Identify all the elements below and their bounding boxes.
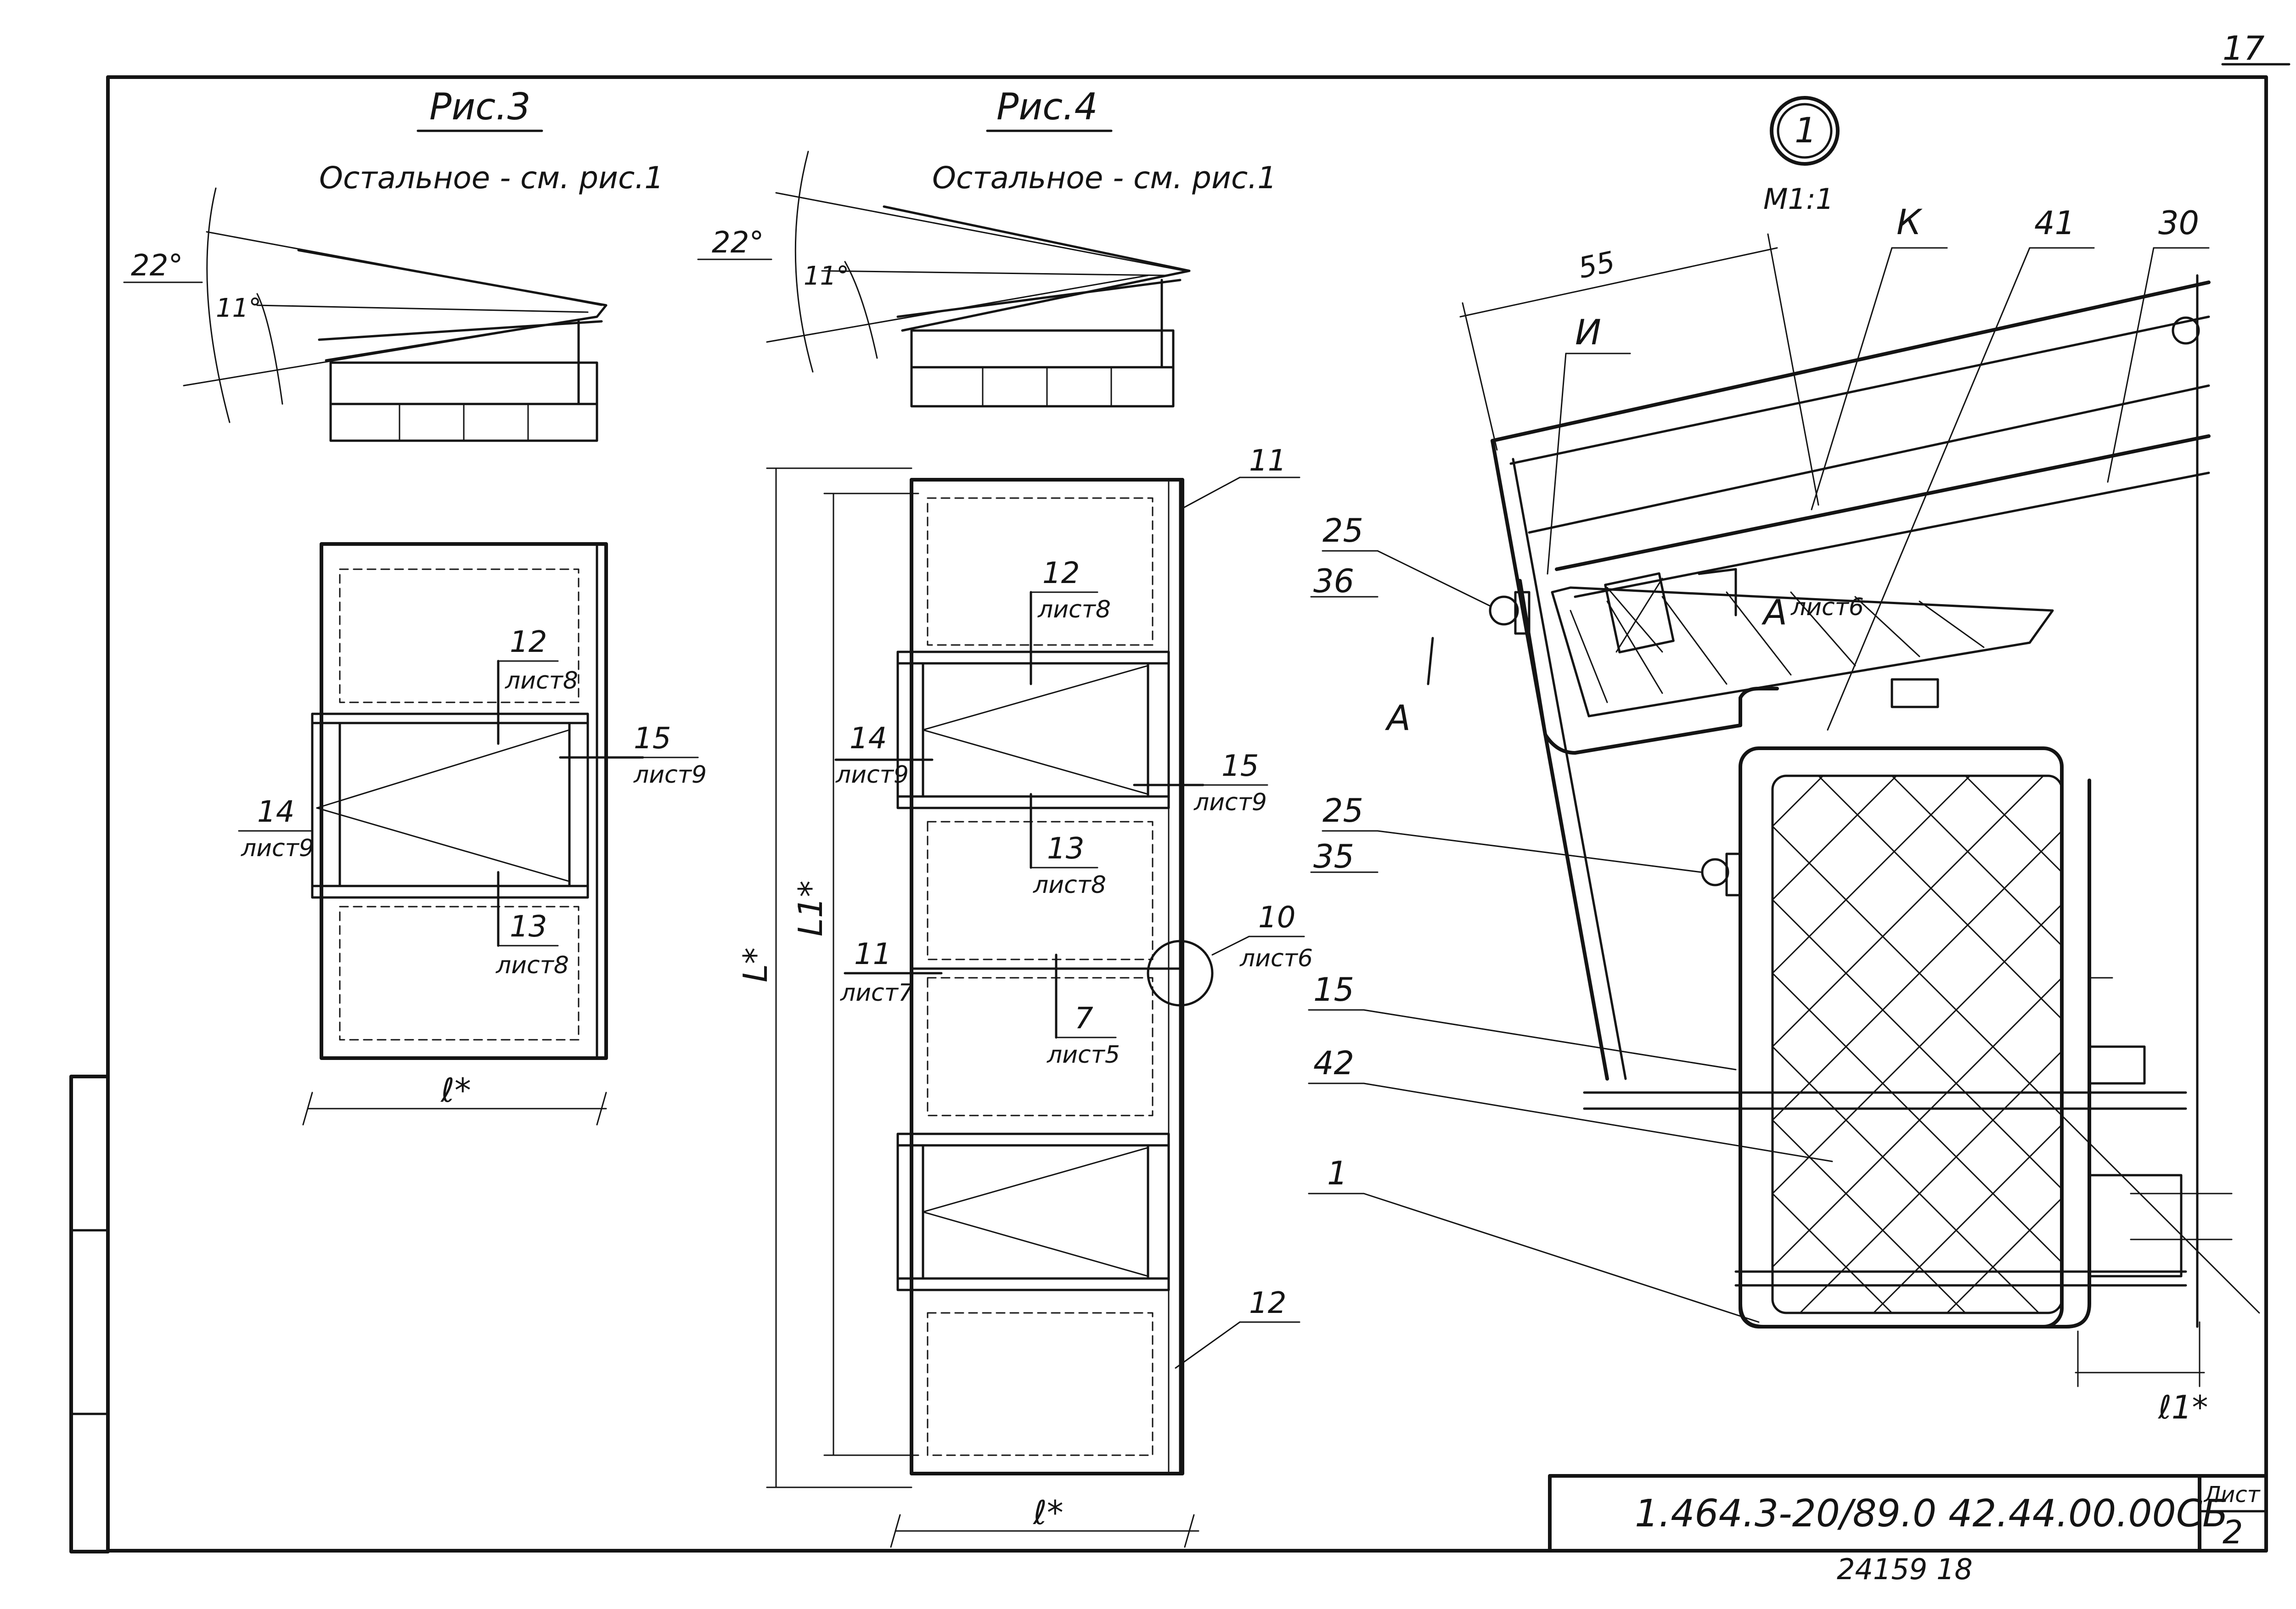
- fig4-callout-11b-sheet: лист7: [840, 979, 913, 1007]
- detail-label-k: К: [1896, 202, 1923, 242]
- section-a-left: А: [1384, 697, 1411, 738]
- detail-label-30: 30: [2158, 204, 2199, 242]
- fig3-callout-14-sheet: лист9: [241, 835, 314, 862]
- fig4-dim-length1: L1*: [791, 880, 830, 936]
- fig3-side-view: 22° 11°: [123, 187, 608, 442]
- fig4-subtitle: Остальное - см. рис.1: [932, 160, 1277, 196]
- fig4-angle-outer: 22°: [712, 226, 764, 260]
- list-number: 2: [2223, 1514, 2243, 1551]
- sheet-frame: [69, 63, 2290, 1553]
- detail-label-i: И: [1575, 312, 1601, 353]
- fig4-callout-15-sheet: лист9: [1193, 789, 1267, 816]
- fig4-callout-11b: 11: [854, 937, 891, 971]
- fig4-callout-12-sheet: лист8: [1037, 596, 1111, 623]
- detail-label-41: 41: [2034, 204, 2075, 242]
- detail-scale: М1:1: [1763, 182, 1834, 216]
- detail-label-15: 15: [1313, 971, 1354, 1009]
- fig3-callout-15: 15: [634, 722, 671, 756]
- fig4-title: Рис.4: [996, 85, 1098, 128]
- designation: 1.464.3-20/89.0 42.44.00.00СБ: [1635, 1492, 2228, 1536]
- fig4-callout-15: 15: [1221, 749, 1259, 783]
- fig3-angle-inner: 11°: [216, 293, 261, 323]
- list-label: Лист: [2203, 1482, 2261, 1508]
- fig4-callout-13-sheet: лист8: [1033, 871, 1106, 899]
- detail-label-35: 35: [1313, 838, 1354, 875]
- fig4-callout-7-sheet: лист5: [1047, 1041, 1120, 1069]
- fig3-callout-13: 13: [510, 910, 547, 944]
- section-a-right: А: [1761, 592, 1787, 633]
- fig3-title: Рис.3: [429, 85, 531, 128]
- fig3-callout-12-sheet: лист8: [505, 667, 578, 695]
- fig3-callout-13-sheet: лист8: [495, 952, 569, 979]
- fig3-dim-width: ℓ*: [440, 1071, 471, 1110]
- page-number: 17: [2223, 29, 2265, 67]
- detail-dim-l1: ℓ1*: [2158, 1389, 2208, 1426]
- fig4-callout-14-sheet: лист9: [835, 761, 909, 789]
- fig3-subtitle: Остальное - см. рис.1: [319, 160, 664, 196]
- fig3-angle-outer: 22°: [131, 249, 183, 283]
- fig4-callout-12: 12: [1042, 556, 1080, 590]
- fig4-callout-11: 11: [1249, 444, 1286, 478]
- fig3-callout-15-sheet: лист9: [633, 761, 707, 789]
- fig4-side-view: 22° 11°: [697, 151, 1191, 408]
- detail-label-25a: 25: [1322, 512, 1363, 549]
- detail-label-36: 36: [1313, 562, 1354, 600]
- fig4-callout-7: 7: [1075, 1002, 1093, 1036]
- fig3: Рис.3 Остальное - см. рис.1 22° 11°: [123, 85, 707, 1126]
- fig4-callout-14: 14: [850, 722, 887, 756]
- detail-dim-55: 55: [1576, 245, 1618, 285]
- detail-1: 1 М1:1: [1308, 96, 2260, 1426]
- fig4-callout-10-sheet: лист6: [1239, 945, 1313, 972]
- fig4-angle-inner: 11°: [804, 261, 849, 291]
- fig4-callout-12b: 12: [1249, 1286, 1286, 1320]
- bottom-note: 24159 18: [1837, 1553, 1973, 1586]
- section-a-sheet: лист6: [1790, 594, 1864, 621]
- fig3-callout-14: 14: [257, 795, 294, 829]
- fig4: Рис.4 Остальное - см. рис.1 22° 11°: [697, 85, 1313, 1548]
- fig4-dim-length: L*: [736, 947, 775, 982]
- fig4-plan-view: L* L1* ℓ* 11 12 лист8 14 лист9 15 лист9 …: [736, 444, 1313, 1548]
- fig4-callout-10: 10: [1258, 901, 1295, 935]
- fig3-plan-view: 12 лист8 15 лист9 14 лист9 13 лист8 ℓ*: [238, 542, 707, 1126]
- detail-label-1: 1: [1327, 1155, 1348, 1192]
- fig4-dim-width: ℓ*: [1032, 1493, 1064, 1532]
- detail-marker: 1: [1795, 110, 1817, 151]
- detail-label-25b: 25: [1322, 792, 1363, 830]
- detail-label-42: 42: [1313, 1044, 1354, 1082]
- fig4-callout-13: 13: [1047, 832, 1084, 866]
- fig3-callout-12: 12: [510, 625, 547, 659]
